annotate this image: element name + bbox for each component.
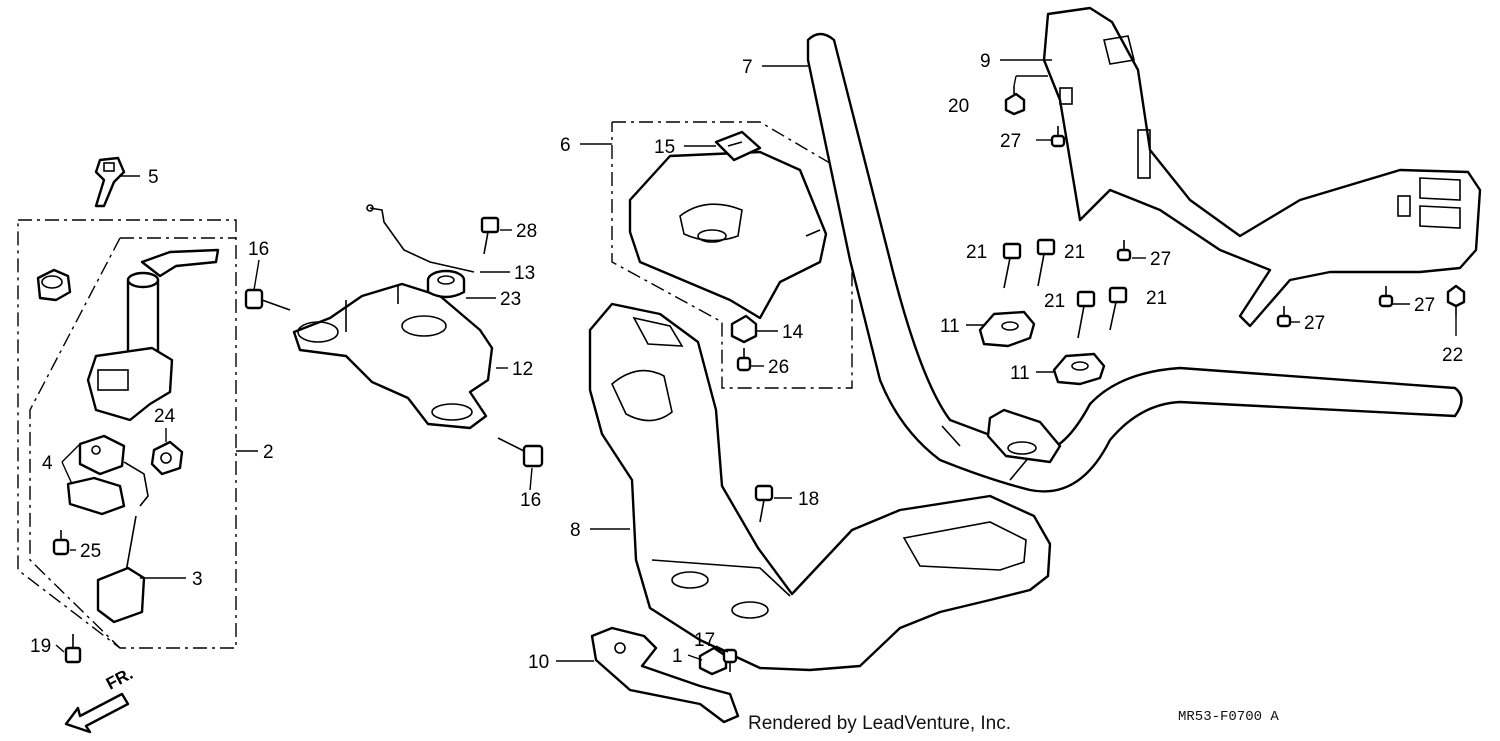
switch-contact-parts [66,434,149,516]
callout-9: 9 [980,51,991,72]
callout-27-c: 27 [1304,313,1325,334]
callout-21-a: 21 [966,242,987,263]
callout-6: 6 [560,135,571,156]
callout-24: 24 [154,406,176,427]
bolt-21-c [1076,290,1096,339]
callout-7: 7 [742,57,753,78]
bolt-21-b [1036,238,1056,287]
callout-27-d: 27 [1414,295,1435,316]
key-part [94,156,126,208]
callout-17: 17 [694,630,715,651]
leader-lines [55,59,1457,662]
bolt-16-lower [497,437,544,468]
ignition-switch-body [86,248,220,422]
clamp-11-lower [1052,352,1106,386]
bolt-28 [480,216,500,255]
callout-20: 20 [948,96,969,117]
callout-14: 14 [782,322,804,343]
callout-21-b: 21 [1064,242,1085,263]
bracket-10 [590,626,740,724]
callout-labels: 5 2 3 4 24 25 19 16 16 12 13 23 28 6 15 … [30,51,1463,673]
nut-14 [730,314,758,344]
render-credit: Rendered by LeadVenture, Inc. [748,713,1011,734]
clamp-11-upper [978,310,1036,348]
callout-22: 22 [1442,345,1463,366]
diagram-code: MR53-F0700 A [1178,709,1279,725]
front-direction-marker: FR. [64,664,136,734]
callout-10: 10 [528,652,549,673]
callout-27-b: 27 [1150,249,1171,270]
callout-25: 25 [80,541,101,562]
screw-18 [754,484,774,523]
callout-13: 13 [514,263,535,284]
screw-27-c [1276,306,1292,328]
screw-20 [1004,86,1026,116]
handlebar-pipe [806,32,1463,493]
callout-23: 23 [500,289,521,310]
callout-8: 8 [570,520,581,541]
nut-1 [698,646,728,676]
screw-27-a [1050,126,1066,148]
callout-28: 28 [516,221,537,242]
screw-27-b [1116,240,1132,262]
bolt-16-upper [244,288,291,311]
front-arrow-icon [64,692,130,734]
callout-5: 5 [148,167,159,188]
screw-22 [1446,284,1466,316]
callout-21-c: 21 [1044,291,1065,312]
screw-26 [736,348,752,372]
callout-21-d: 21 [1146,288,1167,309]
callout-11-upper: 11 [940,316,960,337]
screw-17 [722,648,738,672]
callout-18: 18 [798,489,819,510]
callout-26: 26 [768,357,789,378]
front-handle-cover [588,302,1052,672]
callout-12: 12 [512,359,533,380]
bolt-21-a [1002,242,1022,289]
callout-4: 4 [42,453,53,474]
callout-16-lower: 16 [520,490,541,511]
rear-handle-lower-cover [1042,6,1482,328]
switch-cover-cap [36,268,72,302]
cover-assembly-outline [611,121,853,389]
callout-3: 3 [192,569,203,590]
rear-handle-cover [628,150,828,320]
callout-16-upper: 16 [248,239,269,260]
callout-11-lower: 11 [1010,363,1030,384]
steering-top-bridge [292,282,494,430]
lock-clip [150,440,184,476]
wire-connector [96,515,146,624]
callout-1: 1 [672,646,683,667]
front-direction-label: FR. [103,664,136,694]
screw-27-d [1378,286,1394,308]
cable-13 [366,204,475,273]
bolt-21-d [1108,286,1128,331]
callout-15: 15 [654,137,675,158]
bolt-19 [64,634,82,664]
callout-2: 2 [263,442,274,463]
ignition-assembly-outline [17,219,237,649]
callout-19: 19 [30,636,51,657]
grommet-23 [426,269,466,299]
emblem-15 [714,130,762,162]
screw-25 [52,530,70,556]
callout-27-a: 27 [1000,131,1021,152]
